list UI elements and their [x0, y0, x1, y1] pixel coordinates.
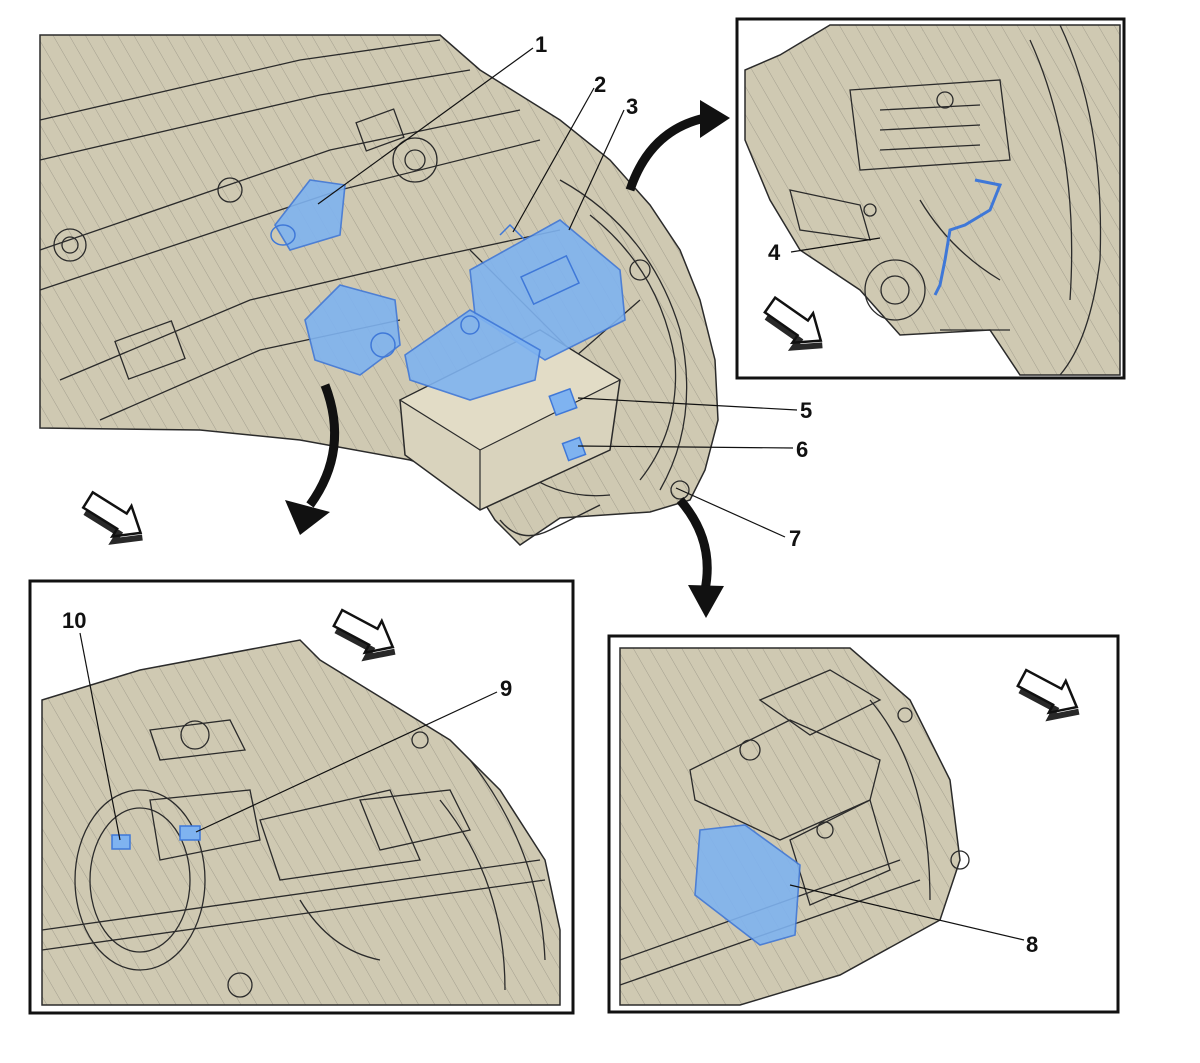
callout-3: 3 [626, 94, 638, 119]
inset-highlight-sensor-9 [179, 825, 201, 841]
inset-view-wheelhouse [735, 17, 1126, 380]
leader-lines [79, 47, 1025, 941]
inset-view-brake-master-cylinder [28, 579, 575, 1015]
callout-10: 10 [62, 608, 86, 633]
callout-2: 2 [594, 72, 606, 97]
main-highlight-fuse-block [404, 309, 541, 401]
curved-view-arrow-icon [285, 383, 340, 535]
callout-7: 7 [789, 526, 801, 551]
main-highlight-connector-5 [548, 387, 578, 417]
front-direction-arrow-icon [763, 295, 823, 351]
curved-view-arrow-icon [625, 100, 730, 192]
callout-1: 1 [535, 32, 547, 57]
front-direction-arrow-icon [81, 490, 143, 545]
main-highlight-abs-unit [304, 284, 401, 376]
inset-view-battery-fuse-block [607, 634, 1120, 1014]
inset-highlight-fuse-block-8 [694, 824, 801, 946]
inset-highlight-sensor-10 [111, 834, 131, 850]
front-direction-arrow-icon [1016, 668, 1080, 722]
callout-8: 8 [1026, 932, 1038, 957]
callouts: 1 2 3 4 5 6 7 8 9 10 [62, 32, 1038, 957]
callout-6: 6 [796, 437, 808, 462]
main-engine-bay-view [39, 34, 719, 546]
callout-4: 4 [768, 240, 781, 265]
callout-5: 5 [800, 398, 812, 423]
inset-highlight-harness-4 [933, 178, 1003, 296]
callout-9: 9 [500, 676, 512, 701]
curved-view-arrow-icon [676, 497, 724, 618]
front-direction-arrow-icon [332, 608, 396, 662]
